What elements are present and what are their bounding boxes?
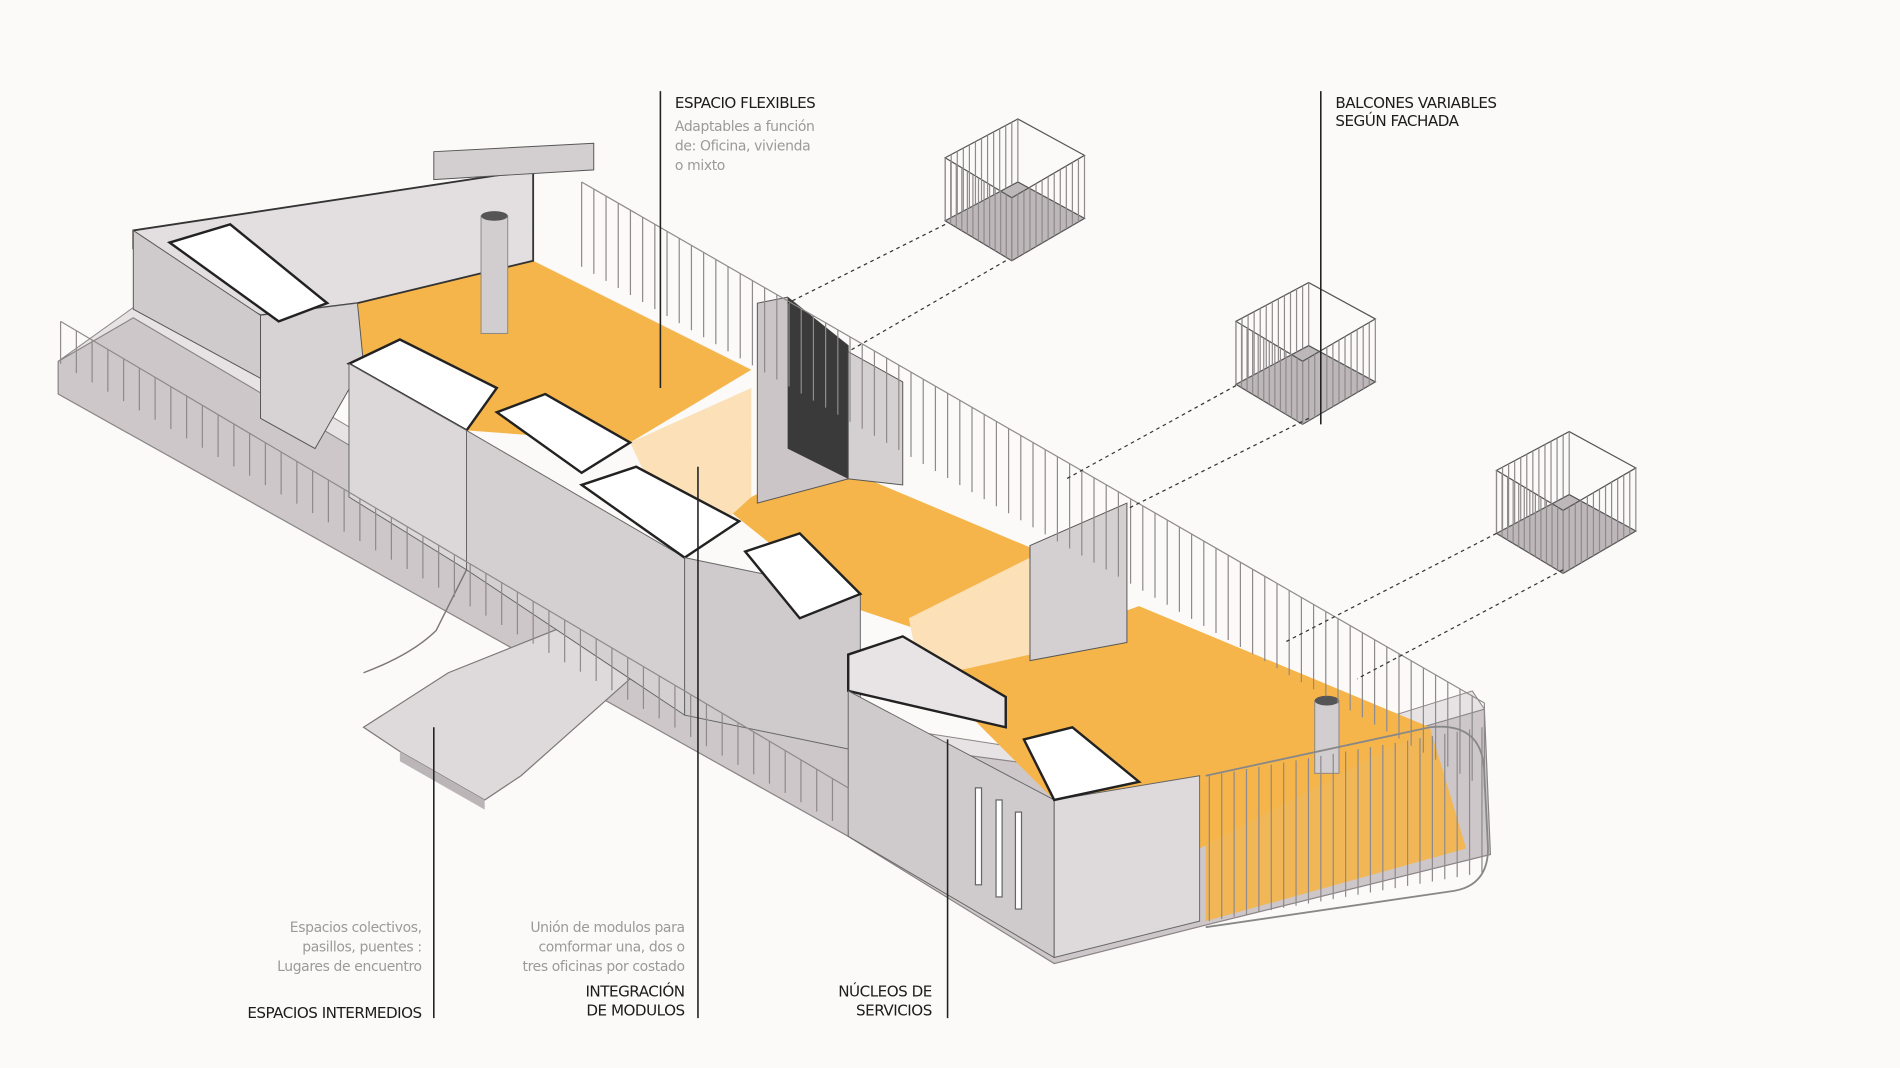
- label-desc: Unión de modulos para: [530, 920, 684, 936]
- label-desc: tres oficinas por costado: [522, 959, 684, 975]
- label-desc: Adaptables a función: [675, 119, 815, 135]
- label-nucleos: NÚCLEOS DE SERVICIOS: [838, 981, 932, 1019]
- label-title: ESPACIOS INTERMEDIOS: [247, 1004, 421, 1022]
- module-partitions: [346, 296, 1128, 753]
- front-railing: [1205, 725, 1489, 929]
- column: [480, 211, 1340, 774]
- label-title: NÚCLEOS DE: [838, 981, 932, 1000]
- projection-lines: [787, 223, 1564, 680]
- label-balcones: BALCONES VARIABLES SEGÚN FACHADA: [1335, 94, 1497, 130]
- service-core: [847, 635, 1201, 959]
- facade-railing: [581, 181, 1485, 788]
- balcony-floor: [1495, 493, 1638, 575]
- balcony: [1495, 430, 1638, 575]
- balcony: [943, 118, 1086, 262]
- balcony-floor: [943, 181, 1086, 262]
- label-espacios-intermedios: Espacios colectivos, pasillos, puentes :…: [247, 920, 422, 1022]
- ramp-bridge: [362, 569, 632, 810]
- balcony: [1234, 281, 1377, 426]
- balconies: [943, 118, 1638, 575]
- label-title: BALCONES VARIABLES: [1335, 94, 1496, 112]
- label-desc: o mixto: [675, 158, 725, 174]
- label-desc: Lugares de encuentro: [277, 959, 422, 975]
- balcony-floor: [1234, 344, 1377, 426]
- label-title: SERVICIOS: [856, 1002, 932, 1020]
- label-title: ESPACIO FLEXIBLES: [675, 94, 815, 112]
- label-title: SEGÚN FACHADA: [1335, 111, 1459, 130]
- left-railing: [59, 320, 849, 831]
- left-wing-block: [132, 142, 595, 450]
- label-desc: de: Oficina, vivienda: [675, 138, 810, 154]
- label-desc: Espacios colectivos,: [290, 920, 422, 936]
- label-espacio-flexibles: ESPACIO FLEXIBLES Adaptables a función d…: [675, 94, 816, 174]
- label-integracion: Unión de modulos para comformar una, dos…: [522, 920, 685, 1020]
- label-desc: comformar una, dos o: [538, 939, 684, 955]
- label-title: INTEGRACIÓN: [585, 981, 684, 1000]
- label-title: DE MODULOS: [586, 1002, 684, 1020]
- label-desc: pasillos, puentes :: [302, 939, 421, 955]
